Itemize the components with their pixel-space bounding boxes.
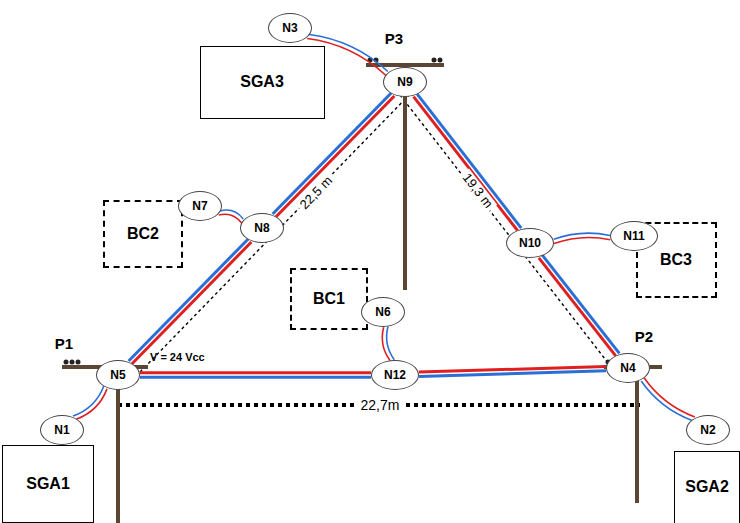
node-label: N7 bbox=[192, 199, 207, 213]
node-label: SGA3 bbox=[240, 73, 284, 91]
node-circle: N12 bbox=[371, 360, 419, 390]
pole-label: P2 bbox=[635, 329, 653, 344]
conductor bbox=[414, 97, 518, 231]
node-label: N1 bbox=[54, 423, 69, 437]
conductor bbox=[417, 94, 521, 228]
voltage-label: V = 24 Vcc bbox=[150, 352, 205, 363]
cable bbox=[641, 378, 695, 421]
conductor bbox=[539, 258, 616, 356]
node-circle: N8 bbox=[240, 213, 284, 243]
cable bbox=[419, 366, 606, 376]
node-label: N2 bbox=[700, 423, 715, 437]
pole bbox=[366, 58, 444, 291]
node-label: N5 bbox=[110, 368, 125, 382]
cable bbox=[414, 94, 522, 231]
equipment-box: SGA3 bbox=[200, 46, 325, 119]
conductor bbox=[419, 371, 606, 377]
conductor bbox=[132, 242, 252, 364]
node-circle: N5 bbox=[96, 360, 140, 390]
cable bbox=[129, 239, 252, 364]
node-circle: N9 bbox=[383, 67, 427, 97]
conductor bbox=[129, 239, 249, 361]
node-label: N10 bbox=[519, 236, 541, 250]
pole-label: P3 bbox=[385, 31, 403, 46]
conductor bbox=[220, 210, 243, 219]
node-circle: N6 bbox=[361, 297, 405, 327]
cable bbox=[539, 255, 620, 356]
cable bbox=[219, 210, 243, 223]
cable bbox=[140, 373, 371, 377]
equipment-box: SGA2 bbox=[674, 451, 740, 523]
conductor bbox=[542, 255, 619, 353]
node-circle: N7 bbox=[178, 191, 222, 221]
conductor bbox=[641, 381, 692, 420]
node-label: SGA2 bbox=[685, 478, 729, 496]
node-label: N8 bbox=[254, 221, 269, 235]
node-label: BC2 bbox=[127, 225, 159, 243]
equipment-box: SGA1 bbox=[2, 445, 94, 523]
dimension-label: 22,7m bbox=[358, 398, 403, 412]
node-circle: N10 bbox=[506, 228, 554, 258]
node-label: BC3 bbox=[660, 251, 692, 269]
conductor bbox=[387, 326, 395, 359]
pole-label: P1 bbox=[55, 336, 73, 351]
node-circle: N4 bbox=[606, 353, 650, 383]
node-label: N12 bbox=[384, 368, 406, 382]
conductor bbox=[140, 376, 371, 379]
node-label: N11 bbox=[623, 229, 644, 243]
dimension-lines bbox=[140, 92, 612, 372]
node-label: SGA1 bbox=[26, 475, 70, 493]
node-label: N4 bbox=[620, 361, 635, 375]
conductor bbox=[554, 233, 610, 239]
cable bbox=[73, 386, 107, 419]
node-circle: N2 bbox=[686, 415, 730, 445]
node-circle: N1 bbox=[40, 415, 84, 445]
cable bbox=[382, 326, 394, 360]
conductor bbox=[219, 214, 242, 223]
node-label: BC1 bbox=[313, 290, 345, 308]
cable bbox=[554, 233, 611, 243]
conductor bbox=[554, 237, 610, 243]
conductor bbox=[644, 378, 695, 417]
node-label: N6 bbox=[375, 305, 390, 319]
node-circle: N3 bbox=[268, 13, 312, 43]
node-circle: N11 bbox=[610, 221, 658, 251]
node-label: N3 bbox=[282, 21, 297, 35]
conductor bbox=[73, 386, 104, 416]
conductor bbox=[140, 371, 371, 374]
dashed-box: BC2 bbox=[103, 200, 183, 268]
dashed-box: BC1 bbox=[290, 268, 368, 330]
node-label: N9 bbox=[397, 75, 412, 89]
